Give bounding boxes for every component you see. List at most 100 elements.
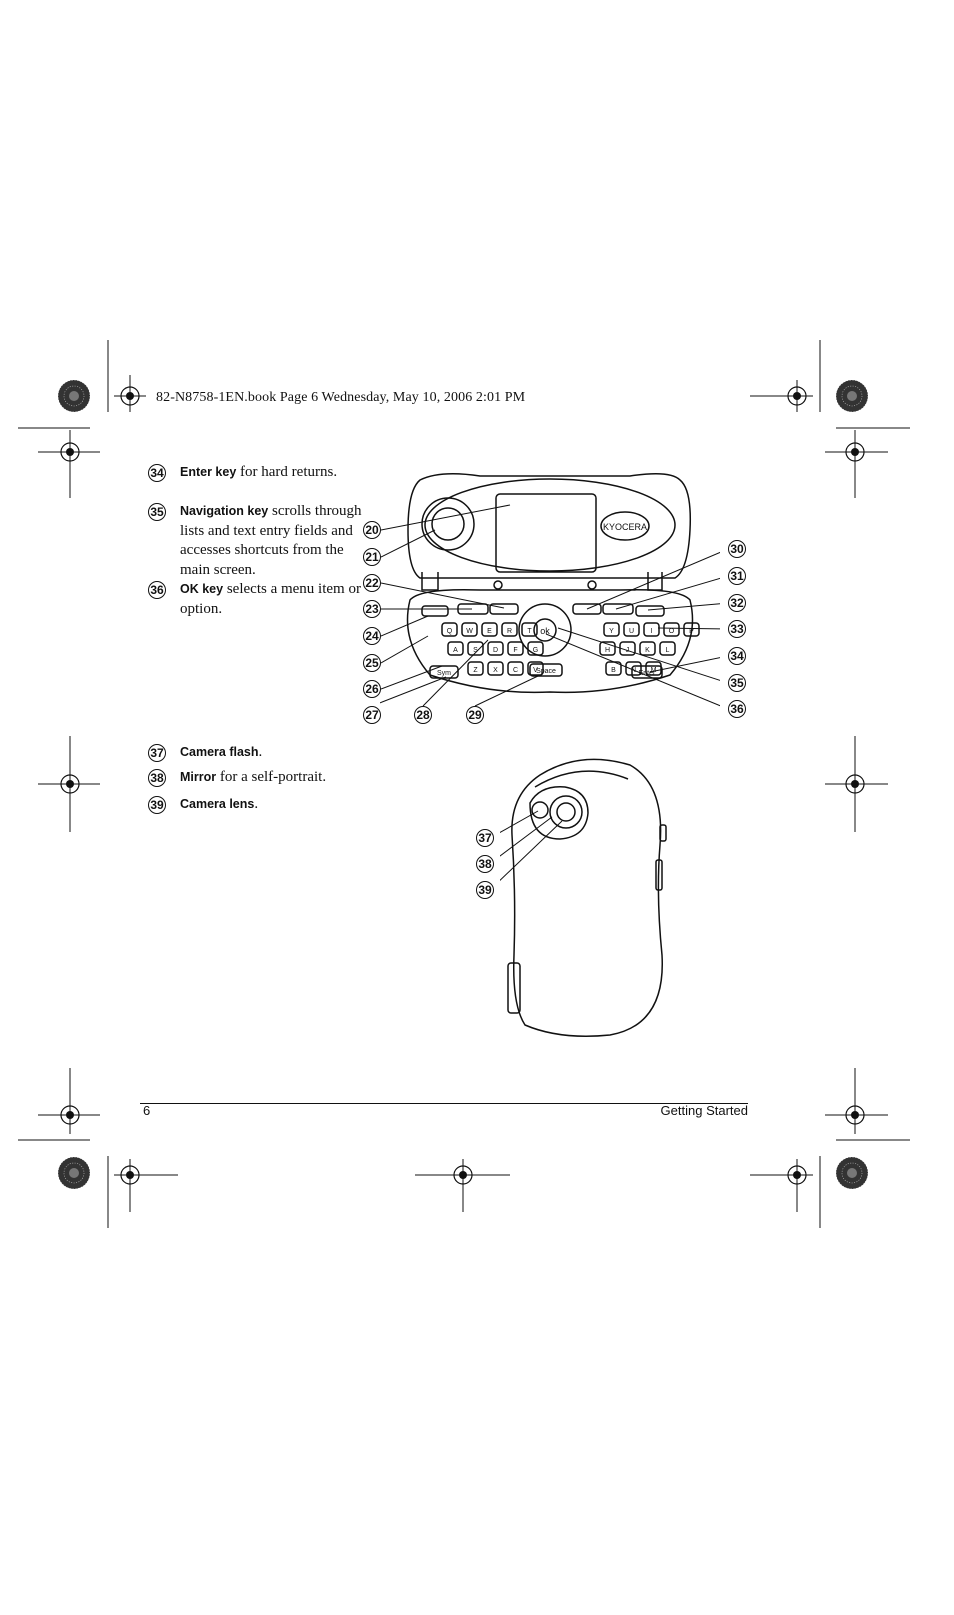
key-cap — [645, 661, 662, 676]
term: Camera flash — [180, 745, 259, 759]
callout-number: 34 — [728, 647, 746, 665]
side-button — [655, 859, 663, 891]
callout-number: 32 — [728, 594, 746, 612]
star-target-icon — [57, 379, 91, 413]
callout-number: 33 — [728, 620, 746, 638]
key-label: A — [453, 647, 458, 654]
key-label: E — [487, 628, 492, 635]
description-camera-flash: 37 Camera flash. — [148, 743, 363, 763]
key-label: B — [611, 667, 616, 674]
key-label: W — [466, 628, 473, 635]
callout-number: 35 — [728, 674, 746, 692]
key-label: K — [645, 647, 650, 654]
footer-rule — [140, 1103, 748, 1104]
key-label: Z — [473, 667, 478, 674]
logo-plate — [600, 511, 650, 541]
callout-number: 39 — [148, 796, 166, 814]
camera-lens-inner — [556, 802, 576, 822]
top-groove — [534, 770, 629, 788]
page-number: 6 — [143, 1103, 151, 1118]
key-cap — [441, 622, 458, 637]
leader-line — [647, 603, 720, 611]
description-text: . — [258, 744, 263, 760]
key-cap — [527, 641, 544, 656]
navigation-key — [518, 603, 572, 657]
key-cap — [663, 622, 680, 637]
key-cap — [501, 622, 518, 637]
description-enter-key: 34 Enter key for hard returns. — [148, 463, 363, 483]
camera-lens-outer — [549, 795, 583, 829]
description-camera-lens: 39 Camera lens. — [148, 795, 363, 815]
star-target-icon — [835, 1156, 869, 1190]
end-key — [602, 603, 634, 615]
key-label: S — [473, 647, 478, 654]
key-cap — [507, 641, 524, 656]
space-key-label: Space — [536, 668, 556, 675]
key-cap — [625, 661, 642, 676]
display-screen — [495, 493, 597, 573]
leader-line — [586, 551, 720, 610]
print-header: 82-N8758-1EN.book Page 6 Wednesday, May … — [156, 390, 526, 405]
key-label: U — [629, 628, 634, 635]
key-cap — [487, 661, 504, 676]
space-key — [529, 663, 563, 677]
star-target-icon — [835, 379, 869, 413]
leader-line — [380, 615, 429, 637]
phone-top-shell — [407, 473, 692, 579]
key-label: T — [527, 628, 532, 635]
right-softkey — [572, 603, 602, 615]
enter-key — [631, 665, 663, 679]
key-cap — [487, 641, 504, 656]
key-label: X — [493, 667, 498, 674]
key-cap — [527, 661, 544, 676]
leader-line — [380, 665, 443, 690]
phone-back-illustration — [500, 758, 667, 1037]
enter-key-label: Enter — [639, 670, 656, 677]
key-cap — [467, 661, 484, 676]
leader-line — [500, 820, 563, 882]
leader-line — [545, 633, 720, 707]
key-cap — [603, 622, 620, 637]
term: Navigation key — [180, 504, 269, 518]
callout-number: 36 — [148, 581, 166, 599]
camera-housing — [529, 786, 589, 840]
leader-line — [422, 639, 489, 707]
callout-number: 37 — [476, 829, 494, 847]
leader-line — [657, 627, 720, 630]
callout-number: 39 — [476, 881, 494, 899]
leader-line — [380, 504, 511, 531]
callout-leader-lines — [380, 504, 720, 707]
center-softkey — [489, 603, 519, 615]
key-cap — [521, 622, 538, 637]
key-label: D — [493, 647, 498, 654]
callout-number: 28 — [414, 706, 432, 724]
key-cap — [623, 622, 640, 637]
callout-number: 20 — [363, 521, 381, 539]
key-label: R — [507, 628, 512, 635]
term: Mirror — [180, 770, 217, 784]
key-label: L — [666, 647, 670, 654]
key-cap — [643, 622, 660, 637]
hinge-screw — [587, 580, 597, 590]
leader-line — [380, 582, 505, 609]
key-cap — [461, 622, 478, 637]
leader-line — [380, 635, 429, 664]
description-text: . — [254, 796, 259, 812]
key-label: I — [651, 628, 653, 635]
key-label: V — [533, 667, 538, 674]
callout-number: 30 — [728, 540, 746, 558]
section-title: Getting Started — [660, 1103, 748, 1118]
callout-number: 36 — [728, 700, 746, 718]
ok-key — [533, 618, 557, 642]
description-text: for a self-portrait. — [216, 769, 327, 785]
camera-flash — [531, 801, 549, 819]
leader-line — [380, 676, 447, 704]
key-label: Y — [609, 628, 614, 635]
key-label: Q — [447, 628, 453, 635]
description-mirror: 38 Mirror for a self-portrait. — [148, 768, 363, 788]
key-label: F — [513, 647, 517, 654]
key-label: O — [669, 628, 675, 635]
key-label: H — [605, 647, 610, 654]
star-target-icon — [57, 1156, 91, 1190]
